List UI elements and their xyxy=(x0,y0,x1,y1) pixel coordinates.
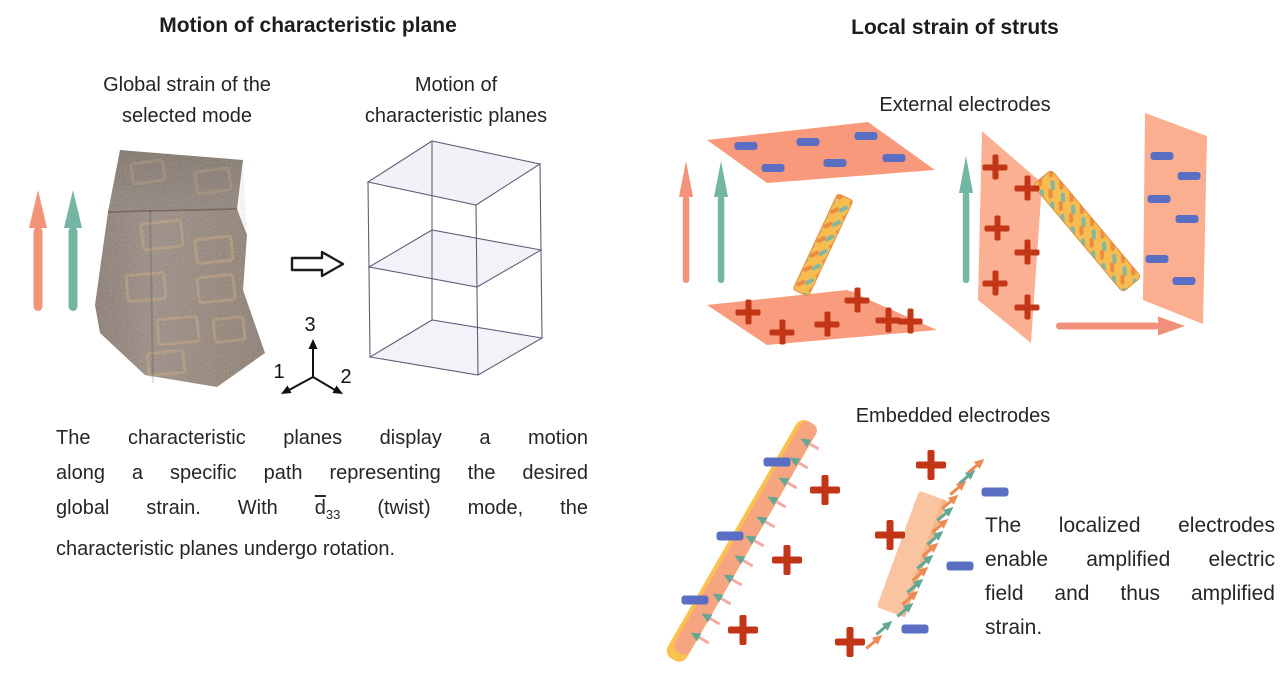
local-strain-micro-arrows xyxy=(690,438,985,650)
embedded-right-strut-minus-minus-mark xyxy=(981,487,1009,497)
axis-2-label: 2 xyxy=(340,366,352,388)
embedded-left-strut-arrow-icon xyxy=(701,613,721,626)
embedded-right-strut-bottom-arrow-icon xyxy=(875,620,893,636)
embedded-left-strut-arrow-icon xyxy=(734,555,754,568)
embedded-electrodes-label: Embedded electrodes xyxy=(855,405,1051,427)
plane-motion-label: Motion of characteristic planes xyxy=(364,74,548,127)
twisted-prism-model xyxy=(95,150,265,387)
external-bottom-plane-plus-plus-mark xyxy=(898,309,923,334)
embedded-right-strut-edge-arrow-icon xyxy=(916,554,934,570)
embedded-left-strut-arrow-icon xyxy=(800,438,820,451)
external-left-plane-plus-plus-mark xyxy=(983,155,1008,180)
external-left-plane-plus-plus-mark xyxy=(1015,240,1040,265)
external-right-plane-minus-minus-mark xyxy=(1175,215,1199,223)
embedded-left-strut-minus-minus-mark xyxy=(763,457,791,467)
external-top-plane-minus-minus-mark xyxy=(796,138,820,146)
external-right-plane-minus-minus-mark xyxy=(1172,277,1196,285)
external-right-plane-minus-minus-mark xyxy=(1150,152,1174,160)
embedded-right-strut-plus-plus-mark xyxy=(835,627,865,657)
left-panel-caption: The characteristic planes display a moti… xyxy=(56,427,588,560)
embedded-left-strut-plus-plus-mark xyxy=(728,615,758,645)
implies-arrow-icon xyxy=(290,250,345,278)
external-left-plane-plus-plus-mark xyxy=(985,216,1010,241)
d33-subscript: 33 xyxy=(325,507,341,522)
embedded-right-strut-edge-arrow-icon xyxy=(926,530,944,546)
embedded-left-strut-minus-minus-mark xyxy=(716,531,744,541)
embedded-left-strut-arrow-icon xyxy=(723,574,743,587)
embedded-left-strut-arrow-icon xyxy=(778,477,798,490)
external-top-plane-minus-minus-mark xyxy=(761,164,785,172)
strain-arrow-horizontal-orange xyxy=(1056,316,1185,336)
embedded-right-strut-top-arrow-icon xyxy=(958,469,976,485)
external-bottom-plane-plus-plus-mark xyxy=(815,312,840,337)
poling-arrow-orange xyxy=(679,161,693,283)
right-panel-title: Local strain of struts xyxy=(851,16,1059,39)
external-top-plane-minus-minus-mark xyxy=(734,142,758,150)
embedded-right-strut-edge-arrow-icon xyxy=(906,578,924,594)
embedded-right-strut-top-arrow-icon xyxy=(967,458,985,474)
embedded-right-strut-minus-minus-mark xyxy=(946,561,974,571)
global-strain-arrow-orange xyxy=(29,190,47,311)
external-left-plane-plus-plus-mark xyxy=(983,271,1008,296)
external-top-plane-minus-minus-mark xyxy=(882,154,906,162)
left-panel-title: Motion of characteristic plane xyxy=(159,14,457,37)
embedded-right-strut-edge-arrow-icon xyxy=(941,494,959,510)
external-right-plane-minus-minus-mark xyxy=(1177,172,1201,180)
characteristic-planes-box xyxy=(366,140,544,376)
embedded-right-strut-bottom-arrow-icon xyxy=(865,634,883,650)
embedded-right-strut-plus-plus-mark xyxy=(916,450,946,480)
global-strain-arrow-teal xyxy=(64,190,82,311)
external-top-plane-minus-minus-mark xyxy=(854,132,878,140)
coordinate-axes-icon xyxy=(281,339,343,394)
embedded-left-strut-arrow-icon xyxy=(756,516,776,529)
embedded-left-strut-minus-minus-mark xyxy=(681,595,709,605)
right-panel-caption: The localized electrodes enable amplifie… xyxy=(985,514,1275,639)
axis-3-label: 3 xyxy=(304,314,316,336)
embedded-right-strut-edge-arrow-icon xyxy=(936,506,954,522)
caption-line-with-d33: global strain. With d33 (twist) mode, th… xyxy=(56,497,588,522)
d-bar-symbol: d xyxy=(314,497,326,519)
embedded-left-strut-arrow-icon xyxy=(745,535,765,548)
external-right-plane-minus-minus-mark xyxy=(1147,195,1171,203)
embedded-right-strut-minus-minus-mark xyxy=(901,624,929,634)
external-left-plane-plus-plus-mark xyxy=(1015,295,1040,320)
embedded-right-strut-plus-plus-mark xyxy=(875,520,905,550)
external-bottom-plane-plus-plus-mark xyxy=(845,288,870,313)
external-right-plane-minus-minus-mark xyxy=(1145,255,1169,263)
axis-1-label: 1 xyxy=(273,361,285,383)
global-strain-label: Global strain of the selected mode xyxy=(103,74,271,127)
embedded-left-strut-plus-plus-mark xyxy=(772,545,802,575)
embedded-left-strut-arrow-icon xyxy=(712,593,732,606)
embedded-right-strut-top-arrow-icon xyxy=(949,480,967,496)
external-bottom-plane-plus-plus-mark xyxy=(770,320,795,345)
embedded-left-strut-plus-plus-mark xyxy=(810,475,840,505)
embedded-right-strut-edge-arrow-icon xyxy=(931,518,949,534)
embedded-left-strut-arrow-icon xyxy=(690,632,710,645)
embedded-right-strut-edge-arrow-icon xyxy=(911,566,929,582)
poling-arrow-teal xyxy=(714,161,728,283)
embedded-left-strut-arrow-icon xyxy=(767,496,787,509)
external-left-plane-plus-plus-mark xyxy=(1015,176,1040,201)
external-bottom-plane-plus-plus-mark xyxy=(736,300,761,325)
external-top-plane-minus-minus-mark xyxy=(823,159,847,167)
field-arrow-teal xyxy=(959,156,973,283)
embedded-left-strut-arrow-icon xyxy=(789,457,809,470)
external-electrodes-label: External electrodes xyxy=(879,94,1051,116)
embedded-right-strut-edge-arrow-icon xyxy=(921,542,939,558)
embedded-right-strut-edge-arrow-icon xyxy=(896,602,914,618)
embedded-right-strut-edge-arrow-icon xyxy=(901,590,919,606)
